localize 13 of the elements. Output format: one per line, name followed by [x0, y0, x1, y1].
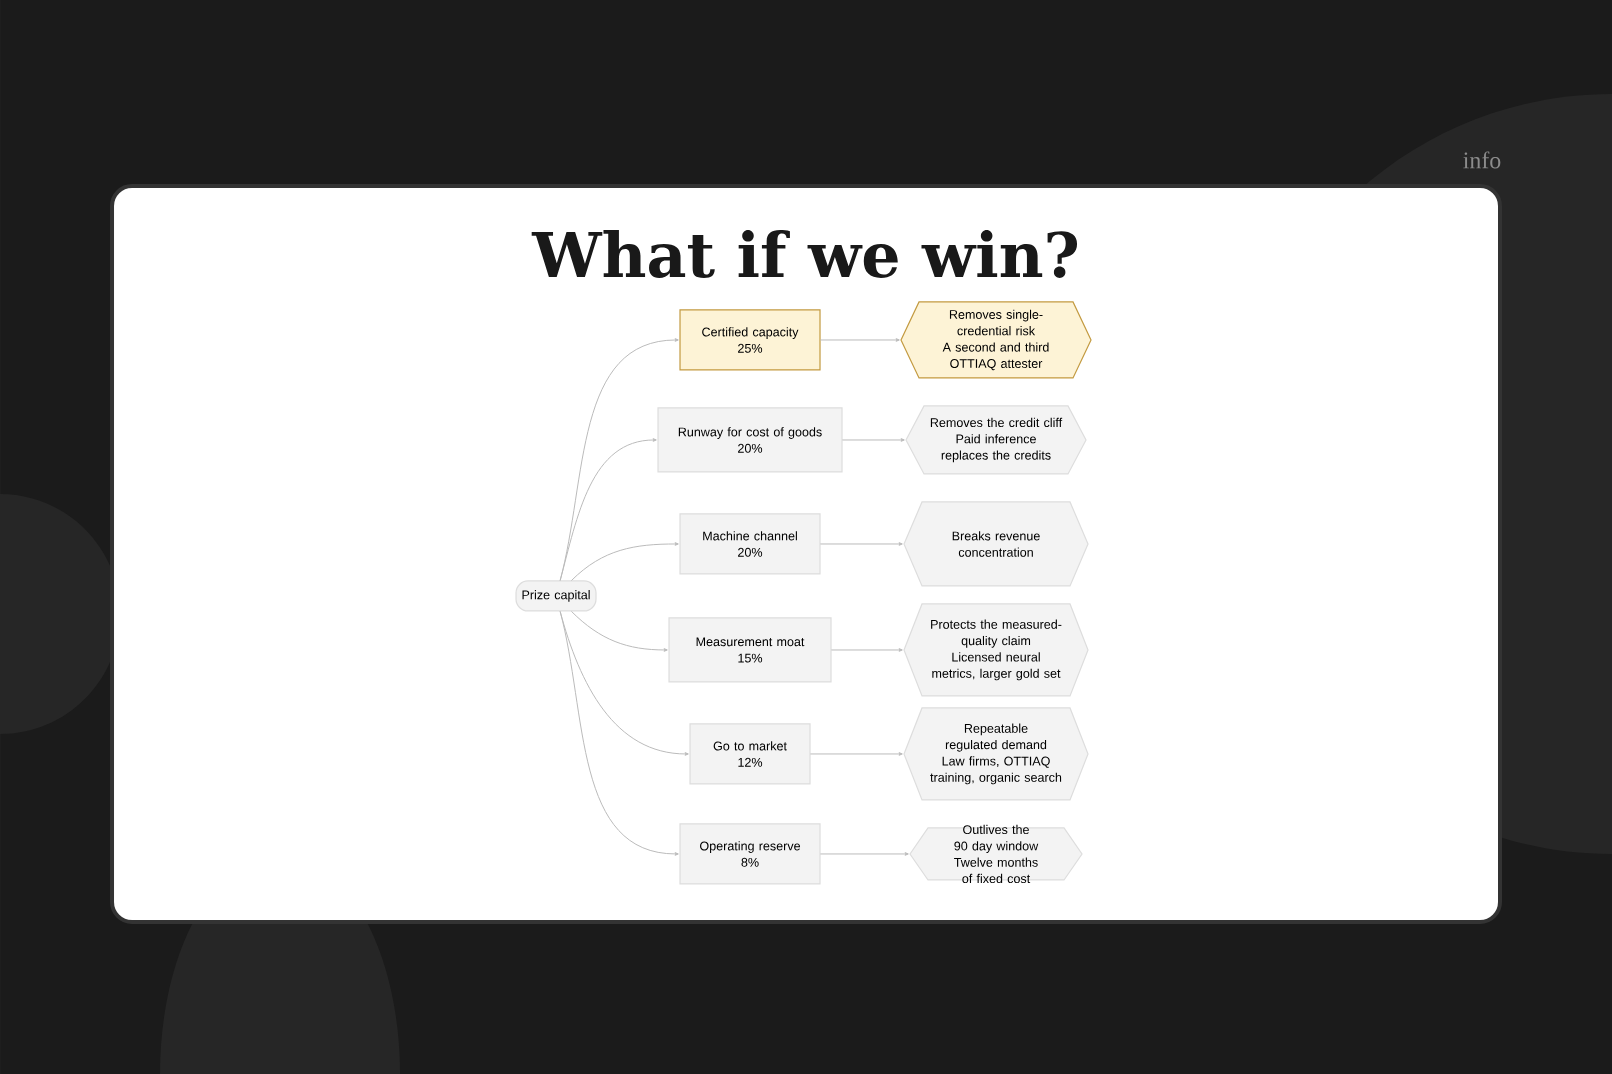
arrow [819, 852, 909, 856]
arrow [559, 438, 657, 582]
arrow [841, 438, 905, 442]
arrow [559, 610, 679, 856]
arrow [559, 338, 679, 582]
arrow [570, 610, 668, 652]
title: What if we win? [531, 230, 1078, 278]
arrow [819, 338, 900, 342]
arrow [830, 648, 903, 652]
label: info [1463, 151, 1501, 169]
arrow [570, 542, 679, 582]
arrow [819, 542, 903, 546]
arrow [809, 752, 903, 756]
